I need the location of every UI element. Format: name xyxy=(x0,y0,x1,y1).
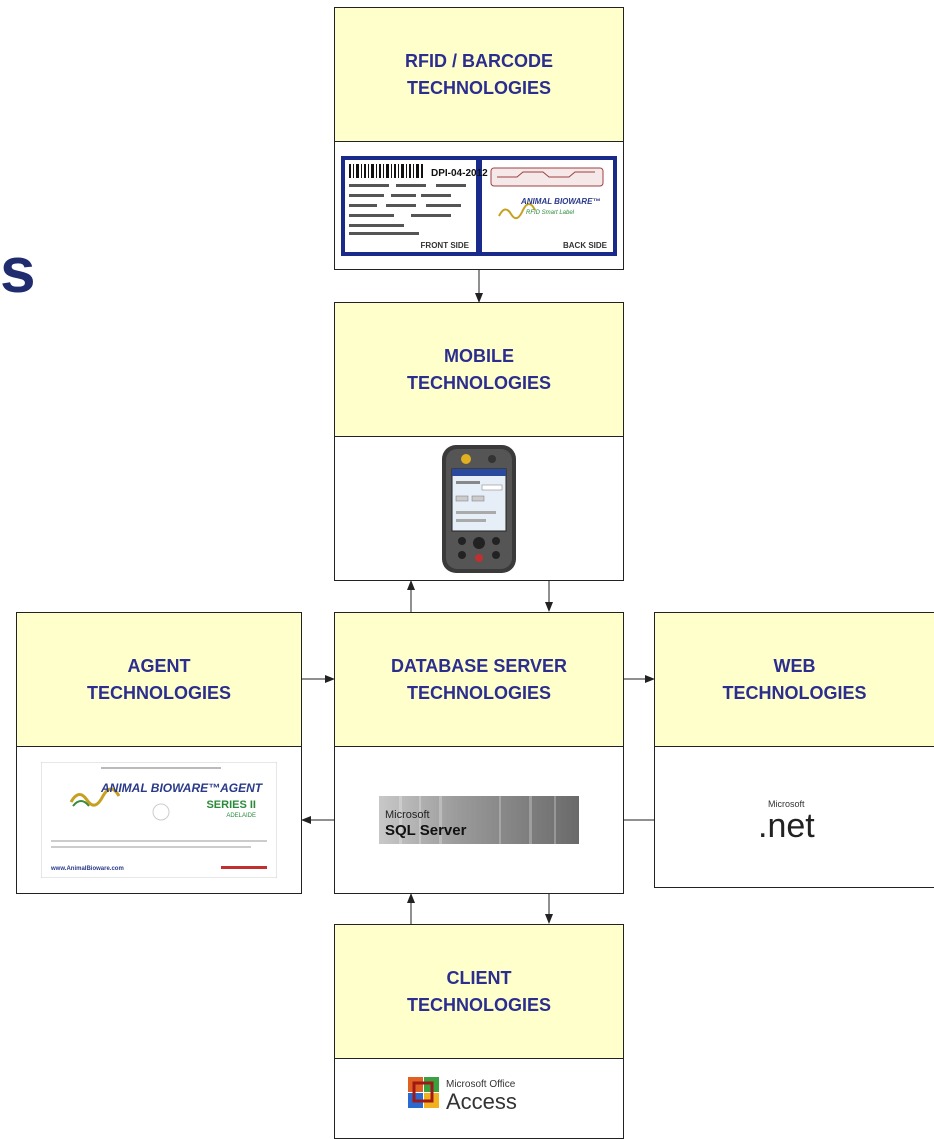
access-logo-top: Microsoft Office xyxy=(446,1079,516,1090)
access-logo: Microsoft Office Access xyxy=(408,1077,517,1114)
sql-logo-top: Microsoft xyxy=(385,809,430,821)
database-server-body: Microsoft SQL Server xyxy=(335,747,623,893)
web-body: Microsoft .net xyxy=(655,747,934,887)
agent-series: SERIES II xyxy=(206,799,256,811)
sql-logo-main: SQL Server xyxy=(385,822,467,839)
agent-website: www.AnimalBioware.com xyxy=(50,866,124,872)
rfid-front-side-label: FRONT SIDE xyxy=(421,241,470,250)
agent-body: ANIMAL BIOWARE™AGENT SERIES II ADELAIDE … xyxy=(17,747,301,893)
agent-brand: ANIMAL BIOWARE™AGENT xyxy=(100,781,264,795)
dotnet-logo: Microsoft .net xyxy=(758,799,815,845)
rfid-back-side-label: BACK SIDE xyxy=(563,241,608,250)
mobile-device-image xyxy=(442,444,516,573)
client-body: Microsoft Office Access xyxy=(335,1059,623,1138)
rfid-body: DPI-04-2012 FRONT SIDE ANIMAL BIOWARE™ R… xyxy=(335,142,623,269)
rfid-brand: ANIMAL BIOWARE™ xyxy=(520,197,600,206)
rfid-protocol-number: DPI-04-2012 xyxy=(431,168,488,179)
net-logo-top: Microsoft xyxy=(768,799,805,809)
rfid-label-image: DPI-04-2012 FRONT SIDE ANIMAL BIOWARE™ R… xyxy=(341,155,617,256)
rfid-brand-sub: RFID Smart Label xyxy=(526,210,575,216)
sql-server-logo: Microsoft SQL Server xyxy=(379,796,579,844)
agent-splash-image: ANIMAL BIOWARE™AGENT SERIES II ADELAIDE … xyxy=(41,762,277,878)
agent-edition: ADELAIDE xyxy=(226,813,256,819)
title-fragment: s xyxy=(0,234,36,306)
net-logo-main: .net xyxy=(758,807,815,845)
mobile-body xyxy=(335,437,623,580)
access-logo-main: Access xyxy=(446,1089,517,1114)
